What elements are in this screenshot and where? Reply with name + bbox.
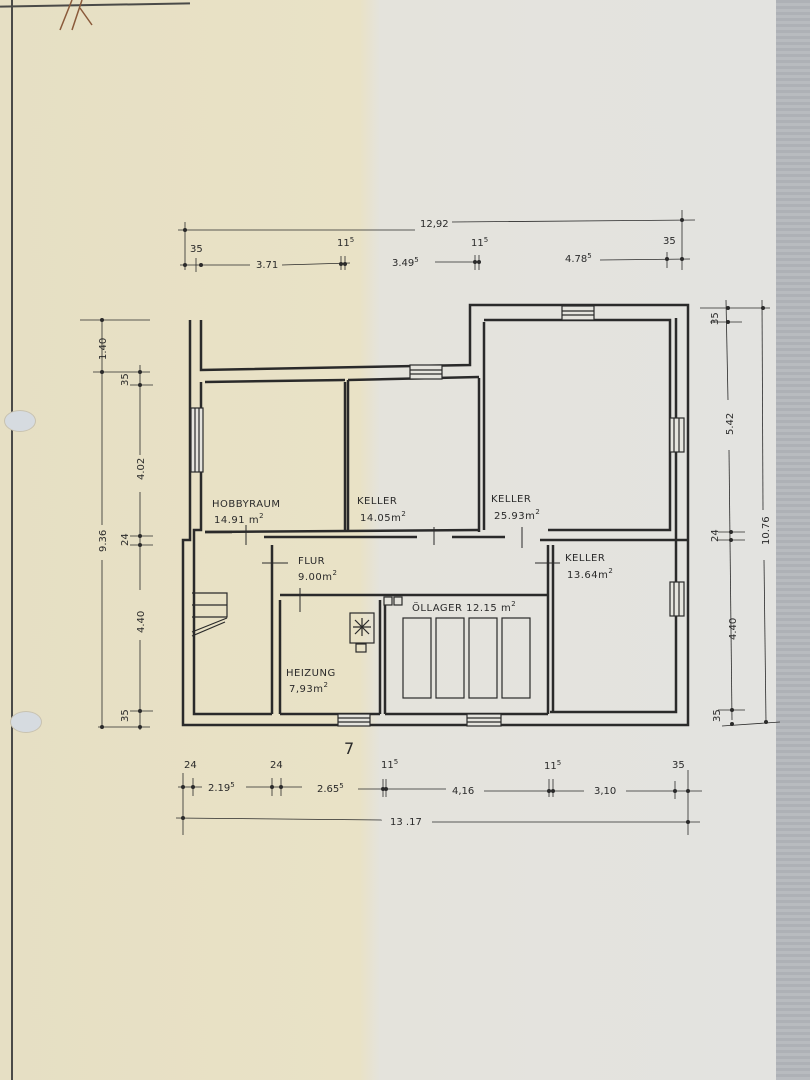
room-oellager: ÖLLAGER 12.15 m2 (412, 600, 516, 614)
room-area: 14.91 m2 (214, 512, 264, 526)
dim-bottom-seg-3: 4,16 (452, 786, 474, 797)
dim-left-wall-1: 35 (120, 373, 131, 386)
dim-bottom-overall: 13 .17 (390, 817, 422, 828)
dim-bottom-seg-2: 2.655 (317, 782, 344, 795)
room-keller-2: KELLER 25.93m2 (491, 494, 540, 522)
punch-hole-top (4, 410, 36, 432)
staircase-icon (191, 592, 228, 637)
dim-bottom-seg-1: 2.195 (208, 781, 235, 794)
room-area: 25.93m2 (494, 508, 540, 522)
room-name: KELLER (357, 496, 397, 507)
room-area: 7,93m2 (289, 681, 328, 695)
dim-bottom-wall-5: 35 (672, 760, 685, 771)
dim-right-seg-1: 5.42 (725, 413, 736, 435)
room-hobbyraum: HOBBYRAUM 14.91 m2 (212, 499, 281, 526)
dim-top-seg-1: 3.71 (256, 260, 278, 271)
heater-icon (349, 612, 375, 653)
dim-right-seg-2: 4.40 (728, 618, 739, 640)
room-keller-3: KELLER 13.64m2 (565, 553, 613, 581)
dim-top-wall-1: 35 (190, 244, 203, 255)
windows (190, 305, 685, 727)
background-surface (776, 0, 810, 1080)
dim-left-wall-2: 24 (120, 533, 131, 546)
dim-top-seg-3: 4.785 (565, 252, 592, 265)
dim-left-wall-3: 35 (120, 709, 131, 722)
room-name: HOBBYRAUM (212, 499, 281, 510)
dim-left-offset: 1.40 (98, 338, 109, 360)
dim-bottom-wall-4: 115 (544, 759, 561, 772)
dim-right-wall-1: 35 (710, 312, 721, 325)
dim-top-overall: 12,92 (420, 219, 449, 230)
room-flur: FLUR 9.00m2 (298, 556, 337, 583)
pencil-annotation: 7 (344, 739, 354, 758)
dim-left-overall: 9.36 (98, 530, 109, 552)
room-area: 13.64m2 (567, 567, 613, 581)
margin-line (11, 0, 13, 1080)
chimney-icon (383, 596, 403, 606)
room-heizung: HEIZUNG 7,93m2 (286, 668, 336, 695)
dim-bottom-wall-3: 115 (381, 758, 398, 771)
dimension-dots (100, 218, 768, 824)
dim-left-seg-2: 4.40 (136, 611, 147, 633)
room-name: HEIZUNG (286, 668, 336, 679)
dim-top-wall-2: 115 (337, 236, 354, 249)
door-marks (245, 525, 560, 612)
room-area: 14.05m2 (360, 510, 406, 524)
dim-top-wall-4: 35 (663, 236, 676, 247)
dim-right-wall-2: 24 (710, 529, 721, 542)
dim-bottom-wall-1: 24 (184, 760, 197, 771)
room-area: 9.00m2 (298, 569, 337, 583)
dim-right-wall-3: 35 (712, 709, 723, 722)
dim-right-overall: 10.76 (761, 516, 772, 545)
dim-top-wall-3: 115 (471, 236, 488, 249)
dim-top-seg-2: 3.495 (392, 256, 419, 269)
room-keller-1: KELLER 14.05m2 (357, 496, 406, 524)
room-name: FLUR (298, 556, 325, 567)
dim-bottom-seg-4: 3,10 (594, 786, 616, 797)
punch-hole-bottom (10, 711, 42, 733)
pencil-scribble-icon (59, 0, 93, 31)
room-name: KELLER (565, 553, 605, 564)
room-name: KELLER (491, 494, 531, 505)
dim-bottom-wall-2: 24 (270, 760, 283, 771)
room-name-area: ÖLLAGER 12.15 m2 (412, 600, 516, 614)
dim-left-seg-1: 4.02 (136, 458, 147, 480)
oil-tanks (402, 617, 531, 699)
